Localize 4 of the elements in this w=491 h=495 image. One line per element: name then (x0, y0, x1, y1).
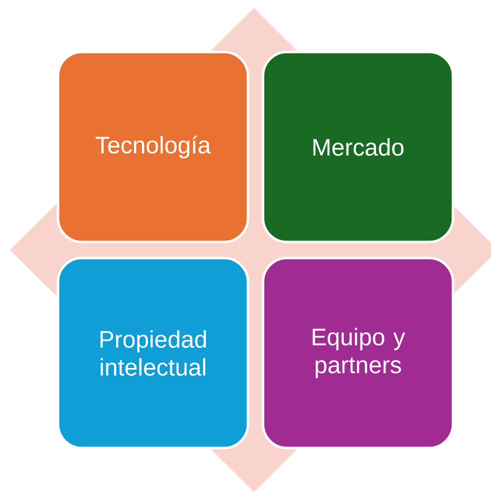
rounded-box: Tecnología (56, 50, 250, 244)
rounded-box: Mercado (262, 50, 454, 244)
rounded-box: Propiedad intelectual (56, 256, 250, 450)
rounded-box: Equipo y partners (262, 256, 454, 450)
